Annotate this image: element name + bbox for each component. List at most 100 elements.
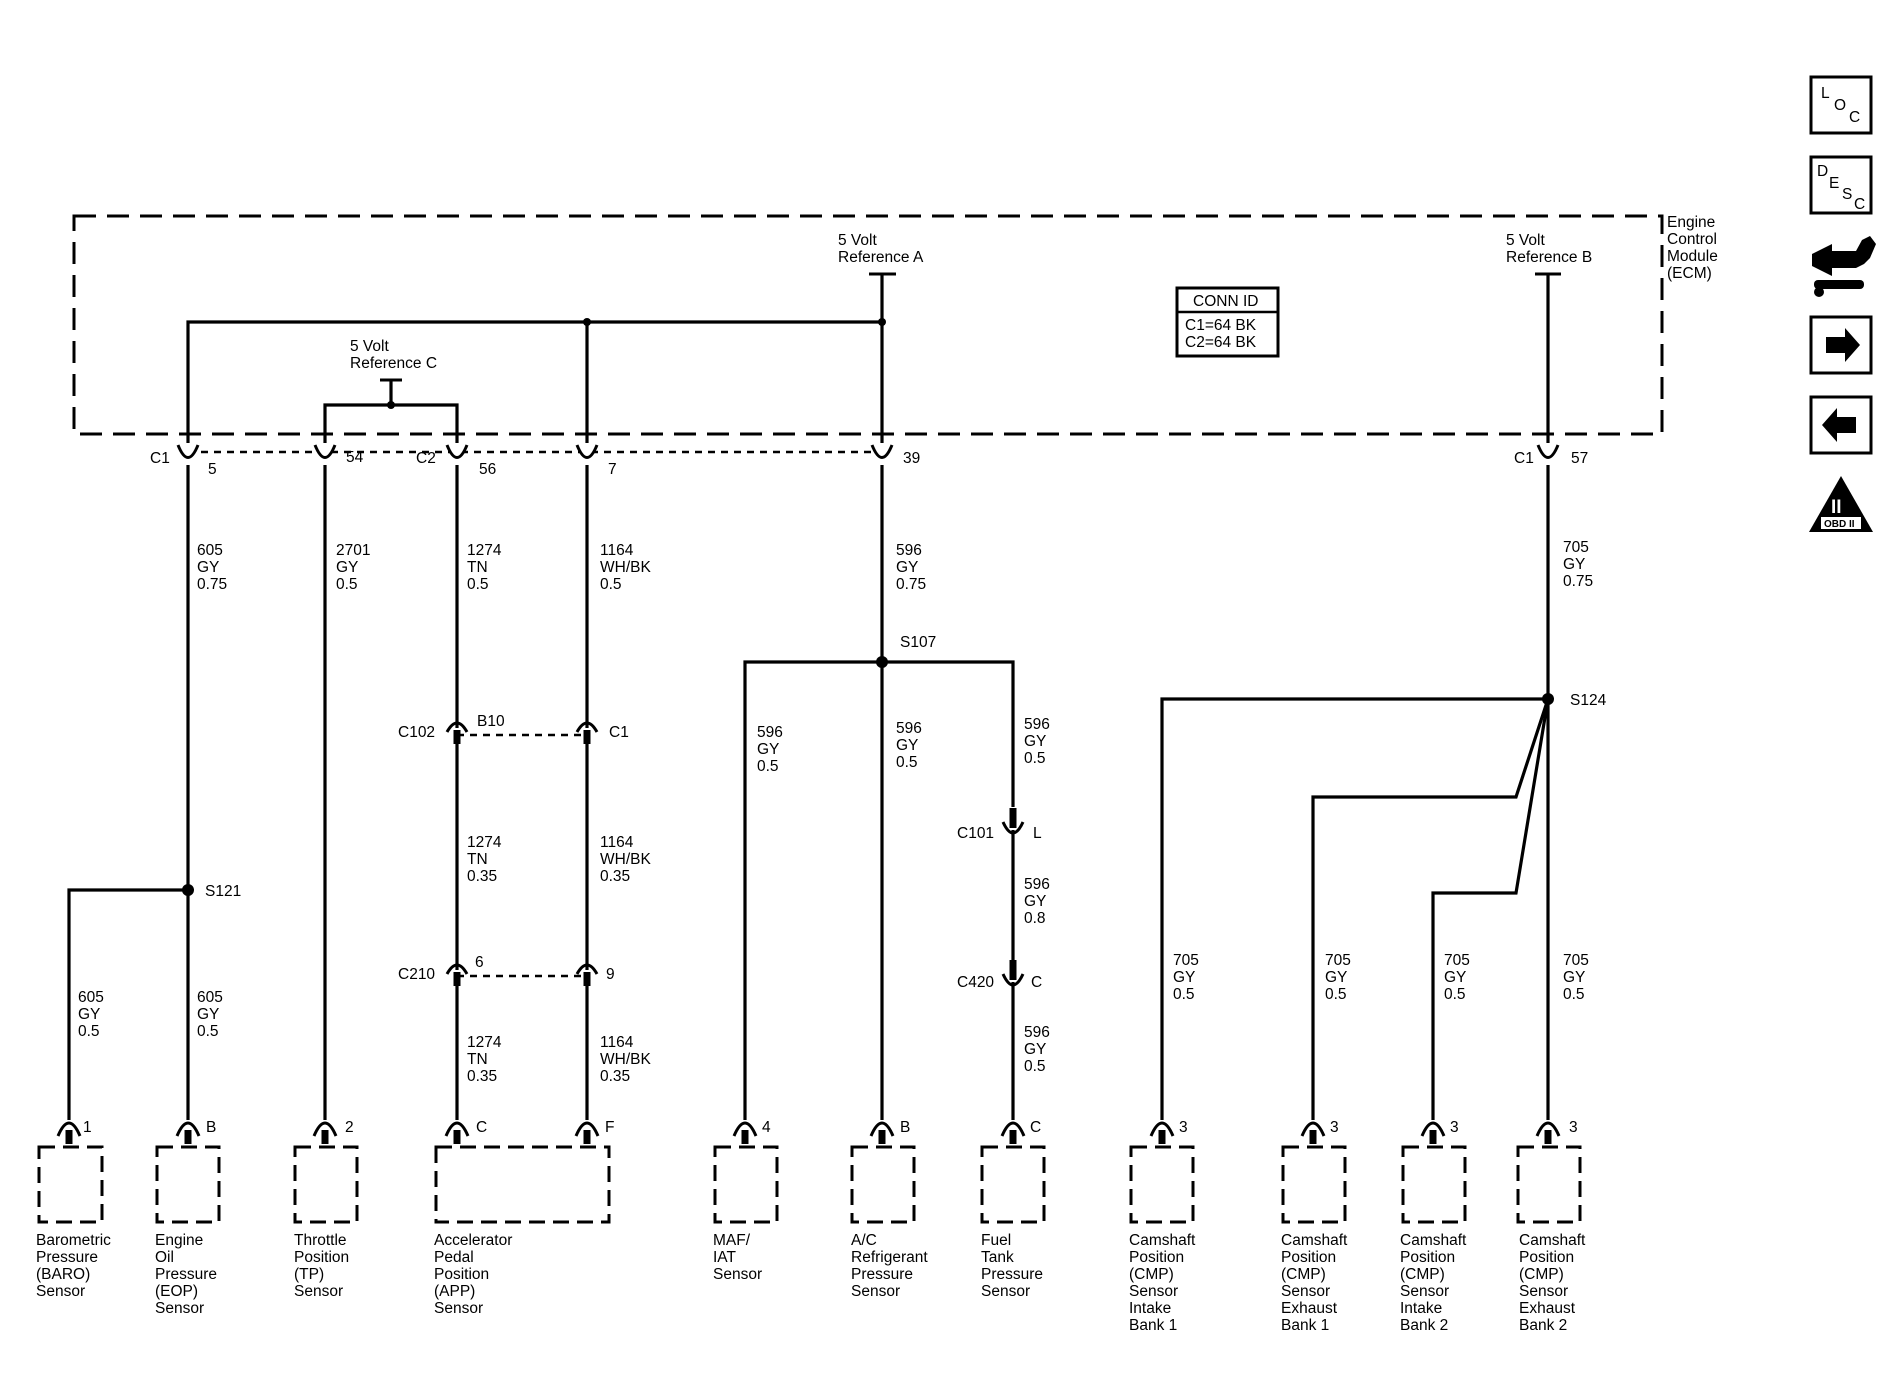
next-arrow-button[interactable] xyxy=(1809,315,1873,375)
sensor-label-cmp2: Camshaft Position (CMP) Sensor Exhaust B… xyxy=(1281,1232,1348,1334)
svg-text:O: O xyxy=(1834,97,1846,114)
inline-connectors: C102 B10 C1 C210 6 9 C101 L C420 C xyxy=(398,713,1042,991)
svg-text:Position: Position xyxy=(1400,1249,1455,1266)
svg-text:3: 3 xyxy=(1330,1119,1339,1136)
svg-text:Sensor: Sensor xyxy=(294,1283,343,1300)
svg-text:WH/BK: WH/BK xyxy=(600,559,651,576)
sensor-label-cmp3: Camshaft Position (CMP) Sensor Intake Ba… xyxy=(1400,1232,1467,1334)
svg-text:1274: 1274 xyxy=(467,542,502,559)
splice-s107: S107 xyxy=(900,634,936,651)
ecm-label-3: Module xyxy=(1667,248,1718,265)
svg-text:(CMP): (CMP) xyxy=(1519,1266,1564,1283)
svg-text:0.35: 0.35 xyxy=(600,868,630,885)
svg-text:GY: GY xyxy=(197,559,219,576)
svg-text:5 Volt: 5 Volt xyxy=(838,232,877,249)
svg-text:0.5: 0.5 xyxy=(1444,986,1466,1003)
svg-text:Position: Position xyxy=(1129,1249,1184,1266)
svg-text:Camshaft: Camshaft xyxy=(1129,1232,1196,1249)
ecm-label-2: Control xyxy=(1667,231,1717,248)
ecm-pin-2 xyxy=(445,444,469,459)
svg-text:(TP): (TP) xyxy=(294,1266,324,1283)
wire-labels: 605 GY 0.75 2701 GY 0.5 1274 TN 0.5 1164… xyxy=(78,539,1593,1085)
svg-text:0.5: 0.5 xyxy=(1173,986,1195,1003)
svg-text:(APP): (APP) xyxy=(434,1283,475,1300)
svg-text:Camshaft: Camshaft xyxy=(1400,1232,1467,1249)
svg-text:Bank 2: Bank 2 xyxy=(1400,1317,1448,1334)
prev-arrow-button[interactable] xyxy=(1809,395,1873,455)
svg-text:Pressure: Pressure xyxy=(981,1266,1043,1283)
svg-text:C: C xyxy=(1031,974,1042,991)
svg-text:7: 7 xyxy=(608,461,617,478)
conn-id-c2: C2=64 BK xyxy=(1185,334,1257,351)
c210-pin-9 xyxy=(575,963,599,986)
svg-text:MAF/: MAF/ xyxy=(713,1232,751,1249)
svg-text:C: C xyxy=(476,1119,487,1136)
svg-text:C1: C1 xyxy=(150,450,170,467)
svg-text:(EOP): (EOP) xyxy=(155,1283,198,1300)
svg-text:II: II xyxy=(1831,497,1842,518)
svg-text:TN: TN xyxy=(467,1051,488,1068)
svg-text:0.5: 0.5 xyxy=(1563,986,1585,1003)
svg-text:GY: GY xyxy=(1024,733,1046,750)
nav-icons: L O C D E S C II OBD II xyxy=(1809,75,1876,532)
svg-text:0.35: 0.35 xyxy=(467,868,497,885)
obd-ii-icon[interactable]: II OBD II xyxy=(1809,476,1873,532)
svg-text:3: 3 xyxy=(1179,1119,1188,1136)
svg-text:705: 705 xyxy=(1563,952,1589,969)
sensor-label-eop: Engine Oil Pressure (EOP) Sensor xyxy=(155,1232,217,1317)
c102-pin-c1 xyxy=(575,721,599,744)
svg-text:IAT: IAT xyxy=(713,1249,736,1266)
svg-text:705: 705 xyxy=(1325,952,1351,969)
svg-text:WH/BK: WH/BK xyxy=(600,1051,651,1068)
svg-text:Pedal: Pedal xyxy=(434,1249,474,1266)
svg-text:Tank: Tank xyxy=(981,1249,1014,1266)
svg-text:6: 6 xyxy=(475,954,484,971)
connector-wrench-icon[interactable] xyxy=(1812,236,1876,297)
svg-text:0.75: 0.75 xyxy=(197,576,227,593)
svg-text:C1: C1 xyxy=(1514,450,1534,467)
svg-text:54: 54 xyxy=(346,449,364,466)
svg-text:705: 705 xyxy=(1444,952,1470,969)
svg-text:(CMP): (CMP) xyxy=(1129,1266,1174,1283)
desc-button[interactable]: D E S C xyxy=(1809,155,1873,215)
conn-id-box: CONN ID C1=64 BK C2=64 BK xyxy=(1175,286,1280,358)
ecm-label: Engine Control Module (ECM) xyxy=(1667,214,1718,282)
svg-text:0.5: 0.5 xyxy=(336,576,358,593)
arrow-right-icon xyxy=(1826,328,1860,362)
svg-text:Fuel: Fuel xyxy=(981,1232,1011,1249)
svg-text:596: 596 xyxy=(1024,1024,1050,1041)
svg-text:Sensor: Sensor xyxy=(851,1283,900,1300)
maf-iat-sensor xyxy=(713,1121,779,1224)
svg-text:Accelerator: Accelerator xyxy=(434,1232,512,1249)
svg-text:1274: 1274 xyxy=(467,834,502,851)
svg-text:Position: Position xyxy=(1519,1249,1574,1266)
svg-text:9: 9 xyxy=(606,966,615,983)
svg-text:705: 705 xyxy=(1563,539,1589,556)
sensor-label-maf: MAF/ IAT Sensor xyxy=(713,1232,762,1283)
ref-a-bus xyxy=(186,272,896,443)
svg-text:C: C xyxy=(1849,109,1860,126)
svg-text:GY: GY xyxy=(1173,969,1195,986)
svg-text:Sensor: Sensor xyxy=(155,1300,204,1317)
c102-label: C102 xyxy=(398,724,435,741)
svg-text:(CMP): (CMP) xyxy=(1281,1266,1326,1283)
svg-text:605: 605 xyxy=(78,989,104,1006)
sensor-label-ac: A/C Refrigerant Pressure Sensor xyxy=(851,1232,928,1300)
svg-text:705: 705 xyxy=(1173,952,1199,969)
conn-id-title: CONN ID xyxy=(1193,293,1258,310)
svg-text:B: B xyxy=(900,1119,910,1136)
svg-text:0.8: 0.8 xyxy=(1024,910,1046,927)
ref-b-bus xyxy=(1535,272,1561,443)
ecm-pin-0 xyxy=(176,444,200,459)
svg-text:4: 4 xyxy=(762,1119,771,1136)
ecm-pin-4 xyxy=(870,444,894,459)
svg-text:C1: C1 xyxy=(609,724,629,741)
svg-text:0.5: 0.5 xyxy=(896,754,918,771)
svg-text:Bank 2: Bank 2 xyxy=(1519,1317,1567,1334)
c102-pin-b10 xyxy=(445,721,469,744)
svg-text:0.5: 0.5 xyxy=(197,1023,219,1040)
ref-c-label: 5 Volt Reference C xyxy=(350,338,437,372)
svg-text:Engine: Engine xyxy=(155,1232,203,1249)
loc-button[interactable]: L O C xyxy=(1809,75,1873,135)
svg-text:0.5: 0.5 xyxy=(1024,750,1046,767)
